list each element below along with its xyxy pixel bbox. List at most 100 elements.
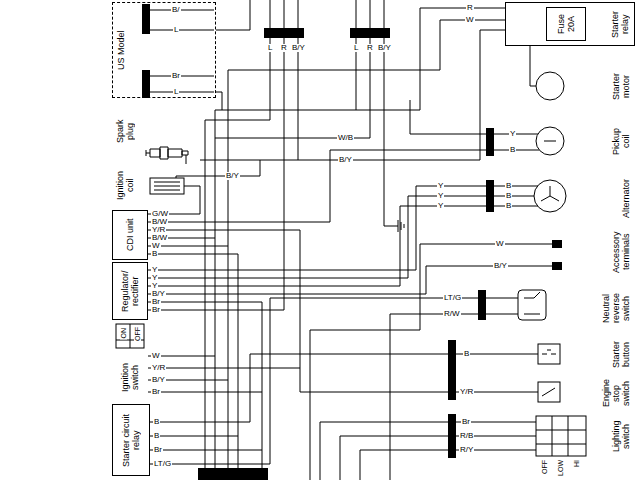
wire-color-code: L bbox=[267, 44, 273, 52]
pin-label: G/W bbox=[151, 210, 169, 218]
wire bbox=[186, 160, 187, 164]
lighting-switch-grid bbox=[536, 416, 586, 456]
pin-label: Br bbox=[151, 298, 161, 306]
wire-color-code: L bbox=[173, 26, 179, 34]
component-name: Starter relay bbox=[610, 4, 630, 44]
pin-label: Y bbox=[151, 274, 158, 282]
switch-position: ON bbox=[120, 327, 127, 340]
wire-color-code: R/Y bbox=[459, 446, 474, 454]
neutral-switch-symbol bbox=[518, 290, 546, 320]
pin-label: B/Y bbox=[151, 290, 166, 298]
neutral-switch-contact bbox=[524, 292, 540, 314]
alternator-stator bbox=[541, 186, 559, 201]
component-label: Neutral reverse switch bbox=[510, 282, 635, 334]
wire-color-code: L bbox=[173, 88, 179, 96]
component-box: Starter relay Fuse 20A bbox=[505, 2, 635, 46]
pin-label: Y bbox=[151, 266, 158, 274]
wire-color-code: W bbox=[495, 240, 505, 248]
wire-color-code: Br bbox=[171, 72, 181, 80]
wire bbox=[148, 206, 525, 286]
component-label: Engine stop switch bbox=[530, 374, 635, 412]
component-name: US Model bbox=[116, 6, 126, 94]
component-label: Ignition switch bbox=[112, 322, 148, 400]
wire-color-code: L bbox=[353, 44, 359, 52]
ignition-switch-table bbox=[116, 324, 144, 348]
component-name: Pickup coil bbox=[611, 120, 631, 162]
wire-color-code: Y/R bbox=[459, 388, 474, 396]
component-name: Starter button bbox=[611, 338, 631, 370]
pickup-coil-symbol bbox=[536, 127, 564, 155]
alternator-symbol bbox=[534, 180, 566, 212]
pin-label: Br bbox=[151, 388, 161, 396]
spark-plug-symbol bbox=[146, 147, 188, 159]
component-name: Fuse 20A bbox=[556, 9, 576, 39]
wire-color-code: B/Y bbox=[377, 44, 392, 52]
lighting-switch-table bbox=[536, 416, 586, 456]
switch-position: OFF bbox=[541, 459, 548, 475]
ignition-coil-symbol bbox=[150, 178, 184, 194]
pin-label: Y/R bbox=[151, 226, 166, 234]
wire-color-code: Y bbox=[509, 130, 516, 138]
component-name: CDI unit bbox=[125, 212, 135, 258]
wire-color-code: B/Y bbox=[291, 44, 306, 52]
component-name: Neutral reverse switch bbox=[601, 284, 631, 332]
engine-stop-switch-symbol bbox=[538, 382, 560, 402]
wire-color-code: Br bbox=[461, 418, 471, 426]
pin-label: B bbox=[153, 432, 160, 440]
wire-color-code: B/Y bbox=[338, 156, 353, 164]
component-name: Alternator bbox=[621, 174, 631, 222]
starter-button-symbol bbox=[538, 344, 560, 364]
component-name: Ignition coil bbox=[115, 166, 135, 204]
wire-color-code: B bbox=[505, 192, 512, 200]
wire-color-code: R bbox=[280, 44, 288, 52]
wire bbox=[148, 150, 525, 222]
wire-color-code: B/ bbox=[171, 6, 181, 14]
pin-label: B/Y bbox=[151, 376, 166, 384]
button-contact bbox=[542, 350, 556, 354]
connector-block bbox=[142, 4, 562, 480]
pin-label: Br bbox=[151, 306, 161, 314]
component-name: Starter motor bbox=[611, 64, 631, 108]
ignition-switch-grid bbox=[116, 324, 144, 348]
wire-color-code: B bbox=[505, 202, 512, 210]
wire-color-code: B/Y bbox=[493, 262, 508, 270]
wire-color-code: W/B bbox=[337, 134, 354, 142]
wire-color-code: Y bbox=[437, 202, 444, 210]
switch-position: HI bbox=[573, 459, 580, 468]
component-label: Spark plug bbox=[112, 102, 192, 160]
wire-color-code: B/Y bbox=[225, 172, 240, 180]
component-label: Ignition coil bbox=[112, 164, 192, 206]
component-name: Engine stop switch bbox=[601, 376, 631, 410]
pin-label: B bbox=[153, 418, 160, 426]
wire-color-code: Y bbox=[437, 182, 444, 190]
pin-label: B/W bbox=[151, 218, 168, 226]
component-box: Regulator/ rectifier bbox=[112, 262, 148, 320]
pin-label: LT/G bbox=[153, 460, 172, 468]
component-box: US Model bbox=[112, 2, 216, 98]
component-label: Starter motor bbox=[525, 62, 635, 110]
component-label: Alternator bbox=[525, 172, 635, 224]
wire bbox=[150, 354, 530, 422]
pin-label: Y/R bbox=[151, 364, 166, 372]
component-label: Pickup coil bbox=[525, 118, 635, 164]
pin-label: Br bbox=[153, 446, 163, 454]
wire-color-code: R/B bbox=[459, 432, 474, 440]
wire bbox=[150, 298, 510, 464]
component-label: Starter button bbox=[530, 336, 635, 372]
wire bbox=[530, 46, 531, 62]
switch-position: OFF bbox=[134, 326, 141, 342]
pin-label: W bbox=[151, 352, 161, 360]
switch-position: LOW bbox=[557, 459, 564, 477]
component-box: Starter circuit relay bbox=[112, 404, 150, 476]
component-name: Starter circuit relay bbox=[121, 407, 141, 473]
pin-label: W bbox=[151, 242, 161, 250]
wire-color-code: R bbox=[366, 44, 374, 52]
starter-motor-symbol bbox=[536, 72, 564, 100]
wire bbox=[148, 230, 530, 392]
component-box: Fuse 20A bbox=[546, 7, 586, 41]
component-box: CDI unit bbox=[112, 210, 148, 260]
wire-color-code: Y bbox=[437, 192, 444, 200]
